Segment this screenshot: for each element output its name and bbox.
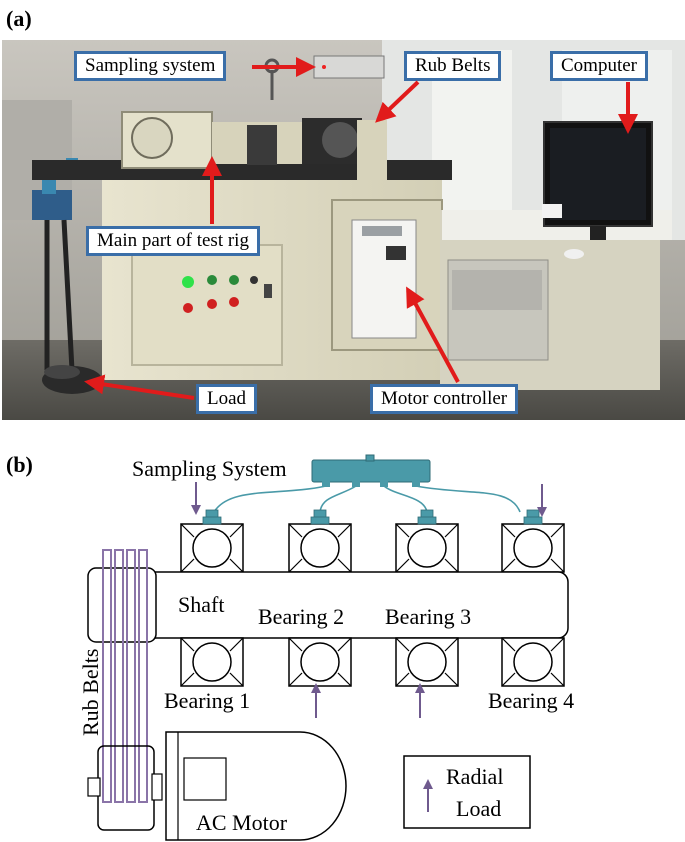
bearing-1-top [180, 523, 244, 573]
sensor-cable-3 [383, 485, 428, 513]
bearing-4-bottom [501, 637, 565, 687]
sampling-system-box [311, 459, 431, 483]
legend-line-1: Radial [446, 764, 503, 789]
bearing-3-label: Bearing 3 [385, 604, 471, 629]
bearing-3-bottom [395, 637, 459, 687]
callout-load: Load [196, 384, 258, 414]
legend-line-2: Load [456, 796, 501, 821]
callout-motor-controller: Motor controller [370, 384, 519, 414]
bearing-4-label: Bearing 4 [488, 688, 574, 713]
shaft-label: Shaft [178, 592, 224, 617]
rub-belts [102, 549, 148, 803]
panel-a-label: (a) [6, 6, 32, 31]
sampling-system-label: Sampling System [132, 456, 287, 481]
schematic-diagram: Sampling System Shaft Bearing 2 Bearing … [78, 454, 574, 841]
bearing-1-bottom [180, 637, 244, 687]
sensors [202, 509, 543, 525]
panel-b-label: (b) [6, 452, 33, 477]
legend-box [403, 755, 531, 829]
bearing-2-top [288, 523, 352, 573]
bearing-3-top [395, 523, 459, 573]
callout-rub-belts: Rub Belts [404, 51, 502, 81]
rub-belts-label: Rub Belts [78, 649, 103, 736]
bearing-4-top [501, 523, 565, 573]
callout-sampling-system: Sampling system [74, 51, 227, 81]
sensor-cable-4 [415, 485, 521, 513]
sensor-cable-2 [319, 485, 357, 513]
callout-computer: Computer [550, 51, 648, 81]
bearing-2-bottom [288, 637, 352, 687]
ac-motor-label: AC Motor [196, 810, 288, 835]
callout-main-part: Main part of test rig [86, 226, 260, 256]
bearing-2-label: Bearing 2 [258, 604, 344, 629]
sensor-cable-1 [213, 485, 327, 513]
bearing-1-label: Bearing 1 [164, 688, 250, 713]
